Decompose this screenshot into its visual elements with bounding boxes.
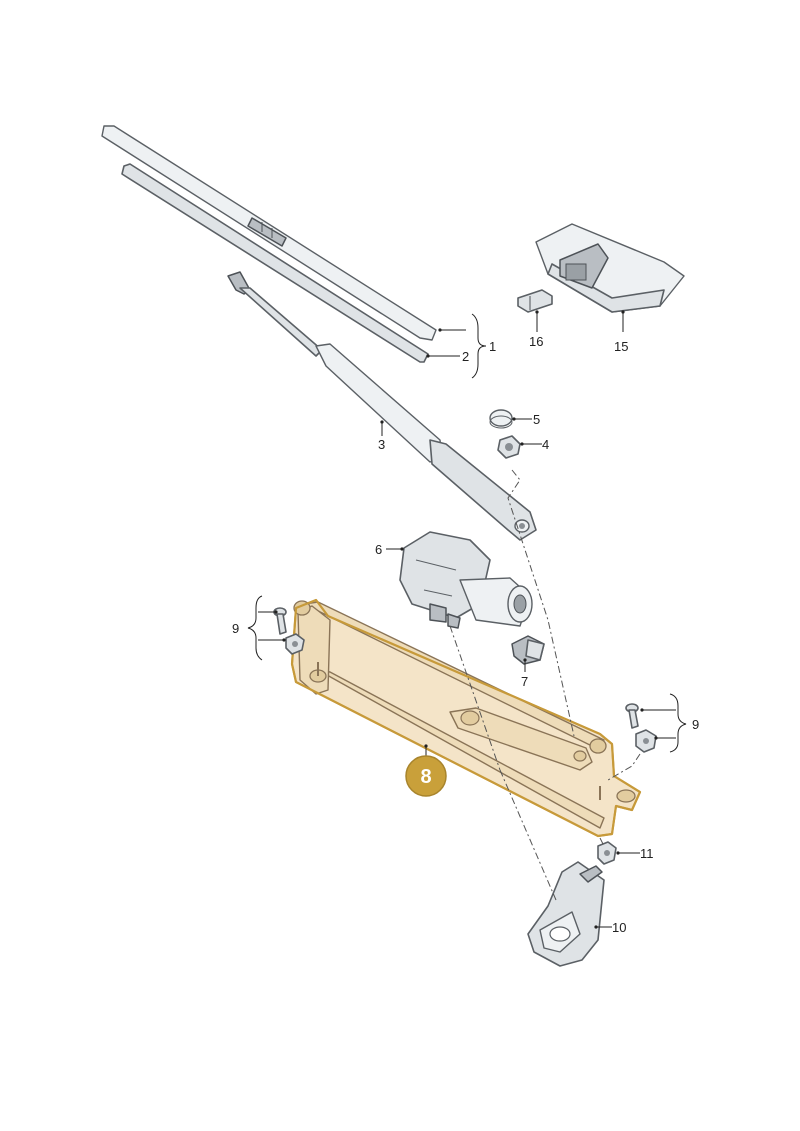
motor-connector[interactable] <box>511 635 545 665</box>
mounting-bracket[interactable] <box>527 861 605 967</box>
nut-right[interactable] <box>635 729 657 753</box>
hex-nut-arm[interactable] <box>497 435 521 459</box>
callout-group-5: 5 <box>512 412 540 427</box>
callout-9-right: 9 <box>692 717 699 732</box>
callout-9-left: 9 <box>232 621 239 636</box>
callout-6: 6 <box>375 542 382 557</box>
sensor-module[interactable] <box>535 223 685 313</box>
callout-1: 1 <box>489 339 496 354</box>
highlight-badge[interactable] <box>405 755 447 797</box>
callout-3: 3 <box>378 437 385 452</box>
wiper-arm[interactable] <box>227 271 537 541</box>
wiper-motor[interactable] <box>399 531 533 629</box>
bolt-right[interactable] <box>625 703 639 729</box>
assembly-line-linkage-to-bracket <box>499 769 557 901</box>
callout-group-15: 15 <box>614 310 628 354</box>
callout-8: 8 <box>420 766 431 788</box>
assembly-line-arm-to-motor <box>507 469 575 737</box>
nut-left[interactable] <box>285 633 305 655</box>
callout-16: 16 <box>529 334 543 349</box>
callout-group-10: 10 <box>594 920 626 935</box>
callout-group-4: 4 <box>520 437 549 452</box>
callout-group-3: 3 <box>378 420 385 452</box>
callout-2: 2 <box>462 349 469 364</box>
nut-lower[interactable] <box>597 841 617 865</box>
assembly-line-motor-to-linkage <box>449 625 501 771</box>
callout-11: 11 <box>640 846 654 861</box>
wiper-linkage[interactable] <box>290 598 642 838</box>
wiper-blade[interactable] <box>101 125 437 341</box>
wiper-rubber-insert[interactable] <box>121 163 429 363</box>
callout-4: 4 <box>542 437 549 452</box>
callout-group-7: 7 <box>521 658 528 689</box>
callout-group-8[interactable]: 8 <box>405 744 447 797</box>
callout-10: 10 <box>612 920 626 935</box>
bolt-left[interactable] <box>273 607 287 635</box>
callout-5: 5 <box>533 412 540 427</box>
assembly-line-lower-nut <box>599 837 605 847</box>
connector-clip[interactable] <box>517 289 553 313</box>
callout-group-9-left: 9 <box>232 595 286 661</box>
callout-group-16: 16 <box>529 310 543 349</box>
callout-group-1: 1 2 <box>426 313 496 379</box>
callout-group-6: 6 <box>375 542 404 557</box>
callout-group-9-right: 9 <box>640 693 699 753</box>
cover-cap[interactable] <box>489 409 513 429</box>
callout-group-11: 11 <box>616 846 654 861</box>
assembly-line-right-fastener <box>607 753 641 781</box>
callout-7: 7 <box>521 674 528 689</box>
callout-15: 15 <box>614 339 628 354</box>
